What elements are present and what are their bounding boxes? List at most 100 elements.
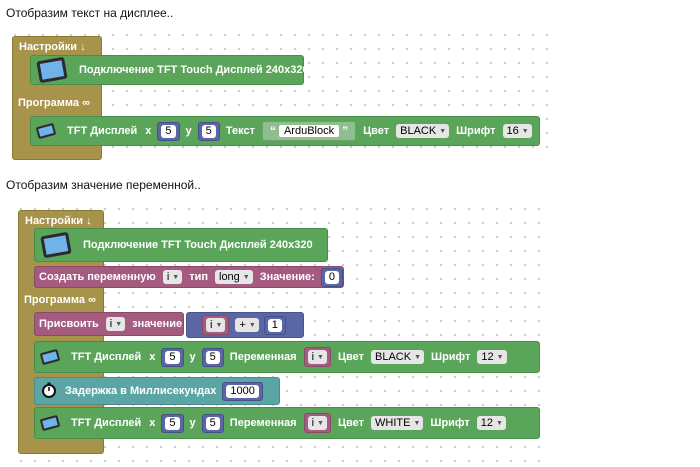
- variable-dropdown[interactable]: i▼: [162, 270, 183, 284]
- y-number-block[interactable]: 5: [201, 347, 224, 367]
- variable-label: Переменная: [229, 417, 297, 429]
- program-label: Программа ∞: [24, 294, 96, 306]
- assign-var-dropdown[interactable]: i▼: [105, 317, 126, 331]
- initial-value-block[interactable]: 0: [320, 267, 343, 287]
- initial-value[interactable]: 0: [324, 270, 339, 284]
- font-dropdown[interactable]: 16▼: [502, 124, 532, 138]
- chevron-down-icon: ▼: [317, 353, 324, 361]
- operand-number-block[interactable]: 1: [263, 315, 286, 335]
- delay-label: Задержка в Миллисекундах: [65, 385, 217, 397]
- open-quote-icon: “: [269, 124, 276, 138]
- x-label: x: [145, 125, 152, 137]
- variable-dropdown-value: i: [311, 417, 315, 429]
- value-label: Значение:: [259, 271, 315, 283]
- operand-var-dropdown[interactable]: i▼: [206, 318, 226, 332]
- connect-label: Подключение TFT Touch Дисплей 240x320: [83, 239, 313, 251]
- x-label: x: [149, 417, 156, 429]
- x-number-block[interactable]: 5: [161, 347, 184, 367]
- tft-variable-block[interactable]: TFT Дисплей x 5 y 5 Переменная i▼ Цвет B…: [34, 341, 540, 373]
- variable-dropdown[interactable]: i▼: [307, 350, 327, 364]
- font-label: Шрифт: [431, 351, 471, 363]
- chevron-down-icon: ▼: [414, 353, 422, 361]
- font-label: Шрифт: [430, 417, 470, 429]
- y-value[interactable]: 5: [205, 350, 220, 364]
- chevron-down-icon: ▼: [172, 273, 180, 281]
- variable-label: Переменная: [229, 351, 297, 363]
- operator-value: +: [239, 319, 246, 331]
- color-dropdown-value: BLACK: [375, 351, 412, 363]
- color-dropdown-value: WHITE: [375, 417, 411, 429]
- type-label: тип: [189, 271, 208, 283]
- variable-dropdown[interactable]: i▼: [307, 416, 327, 430]
- delay-block[interactable]: Задержка в Миллисекундах 1000: [34, 377, 280, 405]
- chevron-down-icon: ▼: [215, 321, 223, 329]
- font-dropdown[interactable]: 12▼: [476, 416, 506, 430]
- x-value[interactable]: 5: [161, 124, 176, 138]
- caption-text-display: Отобразим текст на дисплее..: [6, 6, 174, 20]
- chevron-down-icon: ▼: [413, 419, 421, 427]
- x-value[interactable]: 5: [165, 350, 180, 364]
- delay-value[interactable]: 1000: [226, 384, 259, 398]
- connect-label: Подключение TFT Touch Дисплей 240x320: [79, 64, 309, 76]
- chevron-down-icon: ▼: [439, 127, 447, 135]
- color-dropdown-value: BLACK: [400, 125, 437, 137]
- chevron-down-icon: ▼: [248, 321, 256, 329]
- font-dropdown[interactable]: 12▼: [477, 350, 507, 364]
- x-number-block[interactable]: 5: [161, 413, 184, 433]
- chevron-down-icon: ▼: [115, 320, 123, 328]
- variable-block[interactable]: i▼: [303, 347, 331, 367]
- string-value[interactable]: ArduBlock: [278, 125, 340, 137]
- operand-number[interactable]: 1: [267, 318, 282, 332]
- y-number-block[interactable]: 5: [197, 121, 220, 141]
- text-label: Текст: [225, 125, 255, 137]
- type-dropdown-value: long: [219, 271, 240, 283]
- font-label: Шрифт: [456, 125, 496, 137]
- tft-label: TFT Дисплей: [71, 417, 142, 429]
- x-number-block[interactable]: 5: [157, 121, 180, 141]
- y-value[interactable]: 5: [205, 416, 220, 430]
- tft-connect-block[interactable]: Подключение TFT Touch Дисплей 240x320: [30, 55, 309, 85]
- y-label: y: [189, 351, 196, 363]
- display-icon: [39, 231, 73, 259]
- color-dropdown[interactable]: BLACK▼: [396, 124, 450, 138]
- assign-label: Присвоить: [39, 318, 99, 330]
- close-quote-icon: ”: [342, 124, 349, 138]
- tft-label: TFT Дисплей: [71, 351, 142, 363]
- x-label: x: [149, 351, 156, 363]
- string-block[interactable]: “ ArduBlock ”: [261, 121, 357, 141]
- assign-var-value: i: [109, 318, 113, 330]
- font-dropdown-value: 16: [506, 125, 519, 137]
- caption-variable-display: Отобразим значение переменной..: [6, 178, 201, 192]
- tft-text-block[interactable]: TFT Дисплей x 5 y 5 Текст “ ArduBlock ” …: [30, 116, 540, 146]
- program-label: Программа ∞: [18, 97, 90, 109]
- type-dropdown[interactable]: long▼: [215, 270, 253, 284]
- chevron-down-icon: ▼: [521, 127, 529, 135]
- stopwatch-icon: [41, 382, 57, 401]
- chevron-down-icon: ▼: [496, 353, 504, 361]
- create-var-label: Создать переменную: [39, 271, 156, 283]
- variable-dropdown-value: i: [311, 351, 315, 363]
- assign-value-label: значение: [132, 318, 183, 330]
- variable-block[interactable]: i▼: [303, 413, 331, 433]
- y-number-block[interactable]: 5: [201, 413, 224, 433]
- tft-variable-block[interactable]: TFT Дисплей x 5 y 5 Переменная i▼ Цвет W…: [34, 407, 540, 439]
- tft-connect-block[interactable]: Подключение TFT Touch Дисплей 240x320: [34, 228, 328, 262]
- color-dropdown[interactable]: WHITE▼: [371, 416, 424, 430]
- font-dropdown-value: 12: [480, 417, 494, 429]
- y-label: y: [189, 417, 196, 429]
- color-dropdown[interactable]: BLACK▼: [371, 350, 425, 364]
- chevron-down-icon: ▼: [317, 419, 324, 427]
- assign-variable-block[interactable]: Присвоить i▼ значение: [34, 312, 184, 336]
- display-icon: [35, 123, 57, 139]
- x-value[interactable]: 5: [165, 416, 180, 430]
- operator-dropdown[interactable]: +▼: [235, 318, 259, 332]
- operand-variable-block[interactable]: i▼: [202, 315, 230, 335]
- tft-label: TFT Дисплей: [67, 125, 138, 137]
- create-variable-block[interactable]: Создать переменную i▼ тип long▼ Значение…: [34, 266, 344, 288]
- y-value[interactable]: 5: [201, 124, 216, 138]
- delay-number-block[interactable]: 1000: [222, 381, 263, 401]
- color-label: Цвет: [337, 351, 364, 363]
- operand-var-value: i: [210, 319, 213, 331]
- display-icon: [35, 56, 69, 84]
- addition-expression-block[interactable]: i▼ +▼ 1: [186, 312, 304, 338]
